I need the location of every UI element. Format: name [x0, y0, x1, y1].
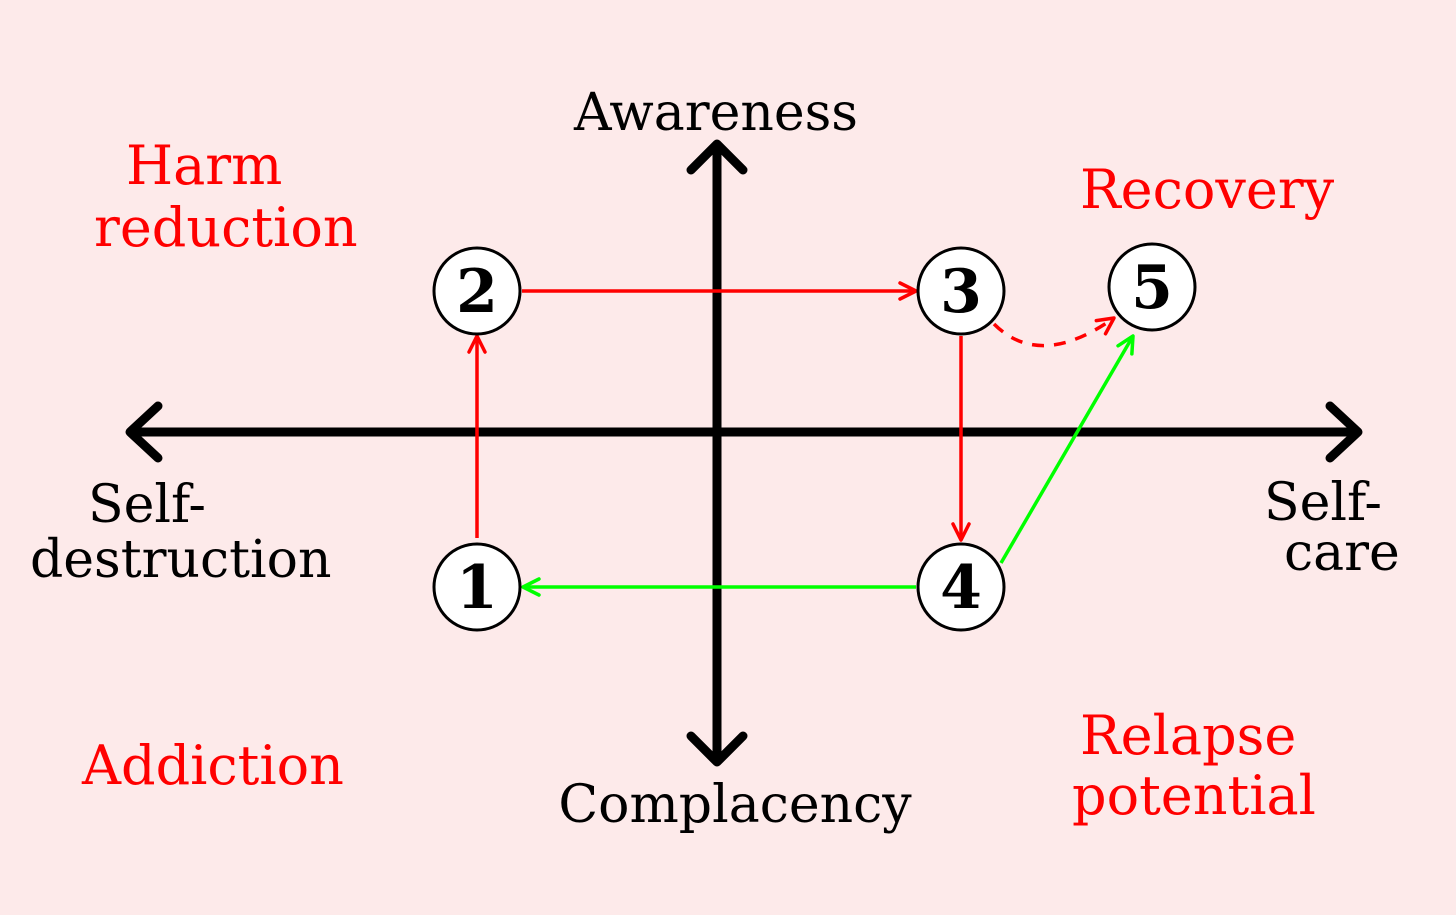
- edge-3-to-5: [992, 316, 1116, 348]
- quadrant-label-harm-line1: Harm: [126, 134, 282, 197]
- quadrant-label-harm-line2: reduction: [94, 196, 358, 259]
- edges: [467, 281, 1135, 597]
- top-arrowhead-icon: [686, 139, 748, 175]
- quadrant-label-relapse-line1: Relapse: [1080, 704, 1296, 767]
- node-circle-1: [432, 542, 522, 632]
- node-label-2: 2: [456, 257, 498, 327]
- axis-label-self-care-line2: care: [1284, 523, 1400, 583]
- node-label-4: 4: [940, 553, 982, 623]
- left-arrowhead-icon: [125, 401, 163, 463]
- node-circle-5: [1107, 242, 1197, 332]
- node-5: 5: [1107, 242, 1197, 332]
- quadrant-label-relapse-line2: potential: [1072, 764, 1316, 827]
- axis-label-awareness: Awareness: [573, 83, 858, 143]
- node-label-3: 3: [940, 257, 982, 327]
- node-circle-2: [432, 246, 522, 336]
- quadrant-label-recovery: Recovery: [1080, 158, 1335, 221]
- nodes: 1 2 3 4 5: [432, 242, 1197, 632]
- node-circle-4: [916, 542, 1006, 632]
- bottom-arrowhead-icon: [686, 731, 748, 767]
- axis-label-self-care-line1: Self-: [1264, 473, 1382, 533]
- edge-4-to-5: [999, 334, 1135, 564]
- axis-label-self-destruction-line1: Self-: [88, 475, 206, 535]
- node-2: 2: [432, 246, 522, 336]
- node-3: 3: [916, 246, 1006, 336]
- node-label-5: 5: [1131, 253, 1173, 323]
- node-circle-3: [916, 246, 1006, 336]
- node-1: 1: [432, 542, 522, 632]
- node-label-1: 1: [456, 553, 498, 623]
- axis-label-self-destruction-line2: destruction: [30, 530, 331, 590]
- node-4: 4: [916, 542, 1006, 632]
- right-arrowhead-icon: [1325, 401, 1363, 463]
- axes: [125, 139, 1363, 767]
- axis-label-complacency: Complacency: [558, 775, 912, 835]
- quadrant-label-addiction: Addiction: [81, 734, 344, 797]
